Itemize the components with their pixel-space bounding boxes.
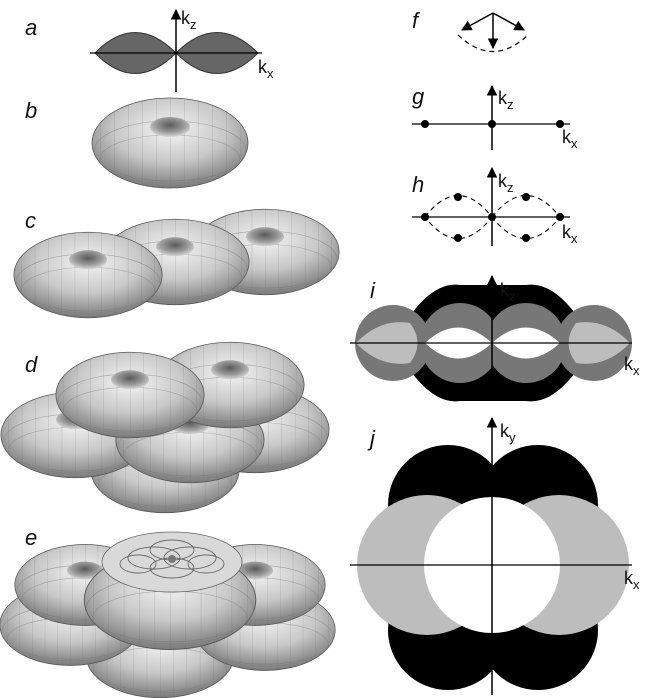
- kx-label-h: kx: [562, 222, 578, 246]
- point-h-2: [488, 213, 496, 221]
- panel-a: a kz kx: [25, 8, 274, 92]
- point-h-7: [522, 234, 530, 242]
- panel-i: i kz kx: [350, 274, 640, 402]
- torus-b: [91, 97, 249, 189]
- panel-d: d: [0, 341, 330, 514]
- panel-b: b: [25, 97, 249, 189]
- dashed-arc-f: [457, 34, 529, 53]
- panel-e: e: [0, 525, 336, 698]
- vector-right-f: [492, 12, 525, 31]
- panel-label-g: g: [412, 84, 425, 109]
- vector-left-f: [461, 12, 494, 31]
- ky-label-j: ky: [500, 421, 516, 445]
- kx-label-g: kx: [562, 127, 578, 151]
- point-h-4: [454, 193, 462, 201]
- point-center-g: [488, 120, 496, 128]
- flower-pattern-e: [101, 531, 243, 593]
- panel-label-h: h: [412, 172, 424, 197]
- kx-label-j: kx: [624, 568, 640, 592]
- point-h-1: [421, 213, 429, 221]
- kz-label-g: kz: [498, 88, 514, 112]
- panel-f: f: [412, 8, 529, 53]
- panel-h: h kz kx: [412, 166, 578, 246]
- kz-label-h: kz: [498, 171, 514, 195]
- panel-g: g kz kx: [412, 84, 578, 151]
- panel-label-j: j: [367, 426, 376, 451]
- kx-label-a: kx: [258, 57, 274, 81]
- point-right-g: [556, 120, 564, 128]
- point-h-5: [454, 234, 462, 242]
- panel-c: c: [13, 208, 340, 319]
- panel-j: j ky kx: [350, 416, 640, 695]
- panel-label-c: c: [25, 208, 36, 233]
- kx-label-i: kx: [624, 354, 640, 378]
- panel-label-b: b: [25, 98, 37, 123]
- panel-label-a: a: [25, 15, 37, 40]
- panel-label-i: i: [370, 278, 376, 303]
- point-h-6: [522, 193, 530, 201]
- panel-label-f: f: [412, 8, 421, 33]
- point-left-g: [421, 120, 429, 128]
- panel-label-d: d: [25, 352, 38, 377]
- torus-c-left: [13, 231, 163, 319]
- kz-label-i: kz: [500, 280, 516, 304]
- panel-label-e: e: [25, 525, 37, 550]
- kz-label-a: kz: [181, 8, 197, 32]
- torus-d-top-left: [55, 351, 205, 439]
- point-h-3: [556, 213, 564, 221]
